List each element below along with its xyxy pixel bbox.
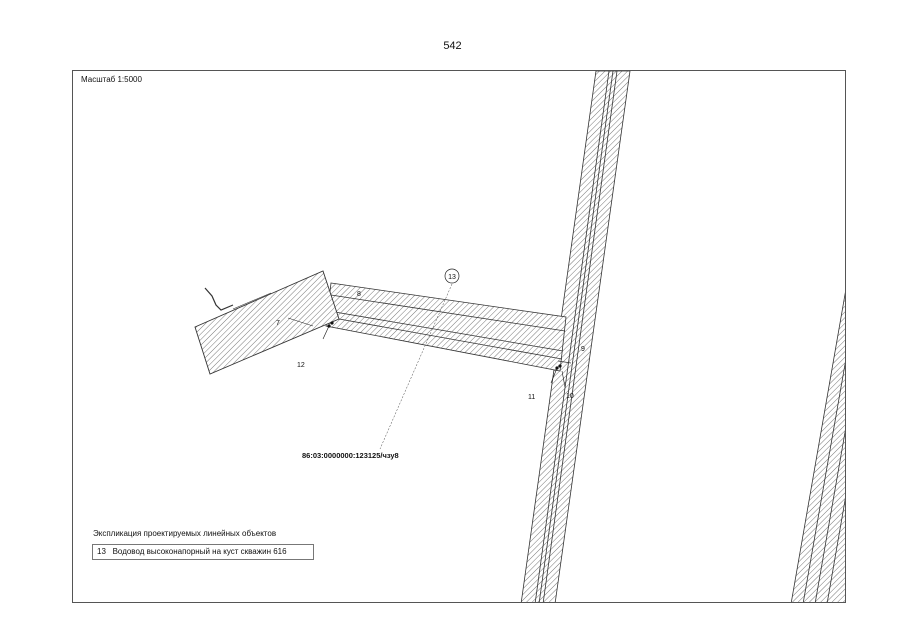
- legend-item: 13 Водовод высоконапорный на куст скважи…: [92, 544, 314, 560]
- legend-title: Экспликация проектируемых линейных объек…: [93, 529, 277, 538]
- point-label-7: 7: [276, 320, 280, 327]
- road-corridor: [520, 71, 631, 602]
- edge-corridor: [790, 292, 845, 602]
- scale-label: Масштаб 1:5000: [81, 75, 142, 84]
- callout-marker: 13: [444, 268, 460, 284]
- cadastral-number: 86:03:0000000:123125/чзу8: [302, 451, 399, 460]
- callout-number: 13: [448, 274, 456, 281]
- point-label-12: 12: [297, 362, 305, 369]
- pipeline-corridor: [325, 282, 572, 372]
- point-markers: [287, 317, 566, 388]
- point-label-11: 11: [528, 394, 535, 401]
- map-frame: Масштаб 1:5000: [72, 70, 846, 603]
- legend-item-number: 13: [97, 547, 106, 556]
- point-label-9: 9: [581, 346, 585, 353]
- page-number: 542: [443, 40, 462, 52]
- point-label-8: 8: [357, 291, 361, 298]
- point-label-10: 10: [566, 393, 574, 400]
- legend-item-text: Водовод высоконапорный на куст скважин 6…: [112, 547, 287, 556]
- well-pad: [194, 270, 340, 375]
- map-drawing: 13 7 8 9 10 11 12 86:03:0000000:123125/ч…: [194, 71, 845, 602]
